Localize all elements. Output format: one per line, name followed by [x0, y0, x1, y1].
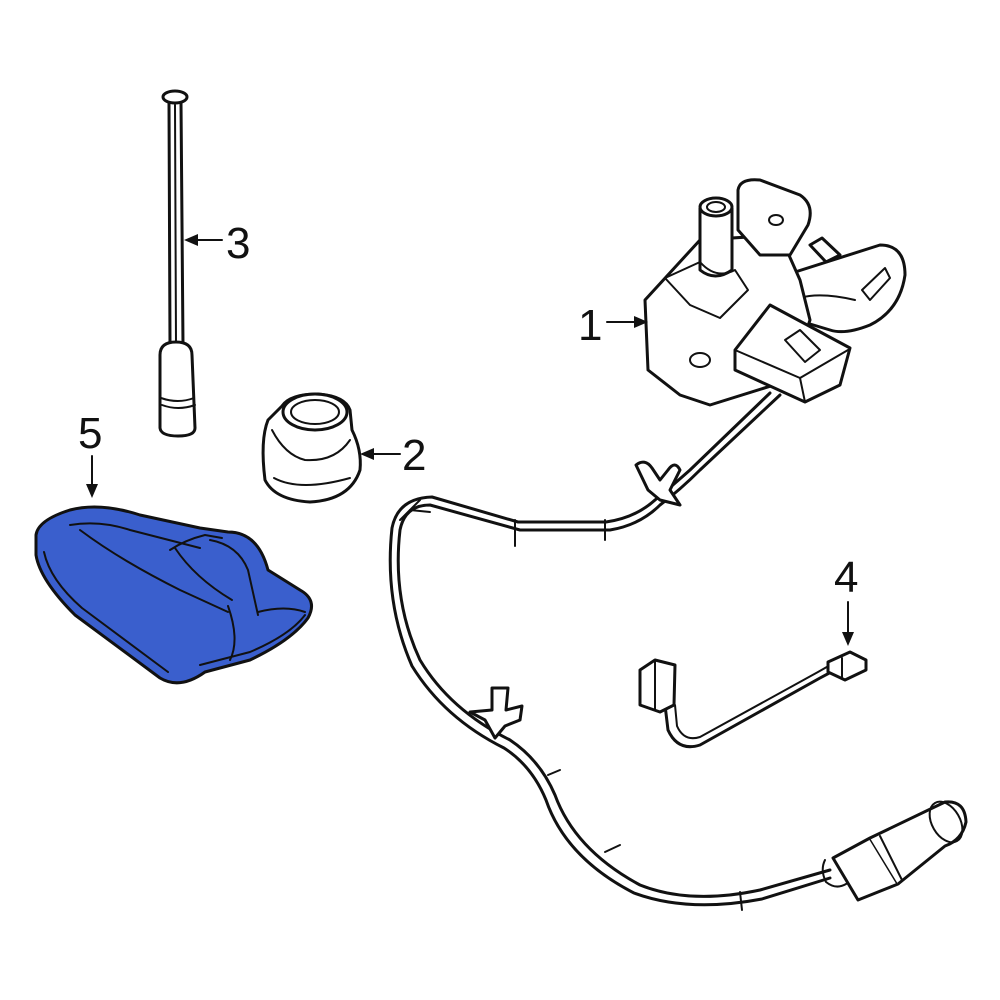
callout-5-arrow: [86, 484, 98, 498]
part-5-antenna-cover[interactable]: [34, 505, 314, 685]
callout-3: 3: [184, 219, 250, 268]
callout-2-label: 2: [402, 431, 426, 480]
part-3-antenna-mast[interactable]: [158, 89, 197, 438]
callout-4-label: 4: [834, 553, 858, 602]
part-2-gasket[interactable]: [261, 392, 362, 504]
callout-5-label: 5: [78, 409, 102, 458]
callout-1-arrow: [634, 316, 648, 328]
callout-3-arrow: [184, 234, 198, 246]
callout-1: 1: [578, 301, 648, 350]
callout-2-arrow: [360, 448, 374, 460]
callout-4: 4: [834, 553, 858, 646]
antenna-cable[interactable]: [388, 391, 969, 911]
part-4-jumper-cable[interactable]: [638, 650, 868, 749]
callout-2: 2: [360, 431, 426, 480]
callout-5: 5: [78, 409, 102, 498]
part-1-antenna-module[interactable]: [643, 178, 907, 407]
callout-4-arrow: [842, 632, 854, 646]
callout-1-label: 1: [578, 301, 602, 350]
callout-3-label: 3: [226, 219, 250, 268]
